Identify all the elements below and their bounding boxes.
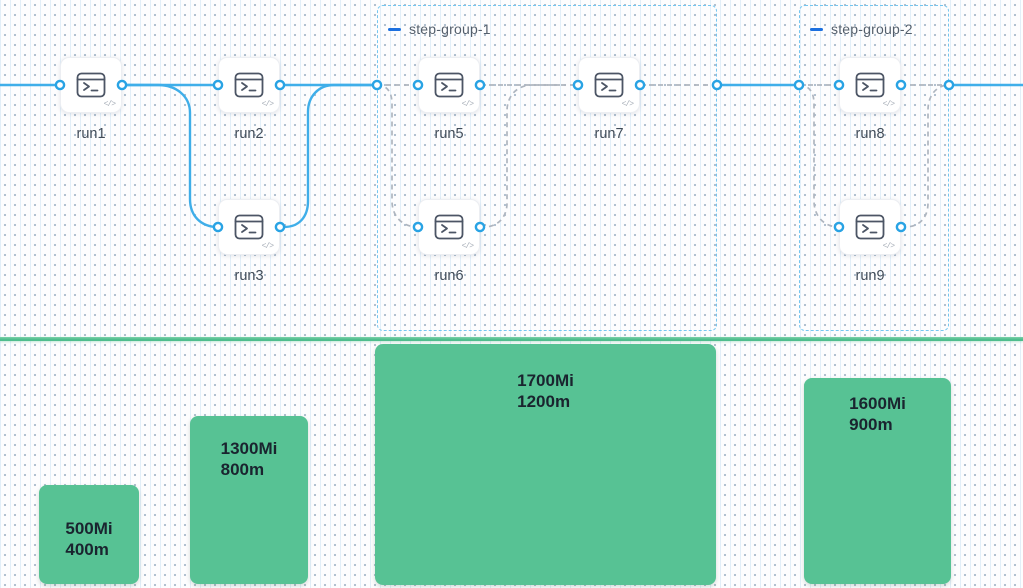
step-group-2-header: step-group-2 [810,21,913,37]
port-run9-out[interactable] [895,221,907,233]
resource-divider-line [0,337,1023,341]
port-run8-out[interactable] [895,79,907,91]
terminal-icon [234,214,264,240]
task-card-run1[interactable]: </> [60,57,122,113]
task-card-run9[interactable]: </> [839,199,901,255]
port-group1-out[interactable] [711,79,723,91]
workflow-node-run1[interactable]: </> run1 [60,57,122,142]
workflow-node-run7[interactable]: </> run7 [578,57,640,142]
workflow-node-run2[interactable]: </> run2 [218,57,280,142]
memory-value: 1300Mi [220,439,278,458]
workflow-node-run6[interactable]: </> run6 [418,199,480,284]
node-label-run6: run6 [434,268,464,284]
node-label-run9: run9 [855,268,885,284]
minus-icon [388,27,401,31]
terminal-icon [594,72,624,98]
port-group2-in[interactable] [793,79,805,91]
terminal-icon [434,72,464,98]
port-run3-in[interactable] [212,221,224,233]
port-run6-in[interactable] [412,221,424,233]
task-card-run2[interactable]: </> [218,57,280,113]
cpu-value: 1200m [517,392,571,411]
step-group-1-header: step-group-1 [388,21,491,37]
port-run6-out[interactable] [474,221,486,233]
port-run7-in[interactable] [572,79,584,91]
workflow-node-run3[interactable]: </> run3 [218,199,280,284]
port-group1-in[interactable] [371,79,383,91]
port-run2-in[interactable] [212,79,224,91]
port-run3-out[interactable] [274,221,286,233]
workflow-node-run9[interactable]: </> run9 [839,199,901,284]
code-icon: </> [103,100,116,109]
code-icon: </> [882,242,895,251]
port-run2-out[interactable] [274,79,286,91]
task-card-run5[interactable]: </> [418,57,480,113]
node-label-run1: run1 [76,126,106,142]
resource-bar-run1: 500Mi 400m [39,485,139,584]
cpu-value: 900m [849,415,893,434]
workflow-node-run8[interactable]: </> run8 [839,57,901,142]
minus-icon [810,27,823,31]
port-group2-out[interactable] [943,79,955,91]
resource-bar-label: 1600Mi 900m [849,393,906,584]
step-group-1-label: step-group-1 [409,21,491,37]
resource-bar-run2-run3: 1300Mi 800m [190,416,308,584]
terminal-icon [855,214,885,240]
port-run1-in[interactable] [54,79,66,91]
edge-run3-group1 [280,83,377,229]
task-card-run8[interactable]: </> [839,57,901,113]
cpu-value: 800m [220,460,265,479]
task-card-run7[interactable]: </> [578,57,640,113]
task-card-run3[interactable]: </> [218,199,280,255]
memory-value: 1600Mi [849,394,906,413]
memory-value: 1700Mi [517,371,574,390]
port-run8-in[interactable] [833,79,845,91]
resource-bar-label: 1700Mi 1200m [517,370,574,585]
terminal-icon [76,72,106,98]
resource-bar-label: 500Mi 400m [65,518,112,584]
port-run1-out[interactable] [116,79,128,91]
node-label-run3: run3 [234,268,264,284]
port-run5-in[interactable] [412,79,424,91]
task-card-run6[interactable]: </> [418,199,480,255]
port-run5-out[interactable] [474,79,486,91]
code-icon: </> [461,242,474,251]
resource-bar-step-group-1: 1700Mi 1200m [375,344,716,585]
edge-run1-run3 [122,83,219,229]
workflow-node-run5[interactable]: </> run5 [418,57,480,142]
memory-value: 500Mi [65,519,113,538]
terminal-icon [234,72,264,98]
terminal-icon [434,214,464,240]
code-icon: </> [461,100,474,109]
node-label-run5: run5 [434,126,464,142]
terminal-icon [855,72,885,98]
code-icon: </> [261,242,274,251]
code-icon: </> [261,100,274,109]
code-icon: </> [621,100,634,109]
cpu-value: 400m [65,540,109,559]
port-run9-in[interactable] [833,221,845,233]
step-group-2-label: step-group-2 [831,21,913,37]
resource-bar-step-group-2: 1600Mi 900m [804,378,951,584]
node-label-run2: run2 [234,126,264,142]
port-run7-out[interactable] [634,79,646,91]
resource-bar-label: 1300Mi 800m [221,438,278,584]
node-label-run8: run8 [855,126,885,142]
node-label-run7: run7 [594,126,624,142]
code-icon: </> [882,100,895,109]
